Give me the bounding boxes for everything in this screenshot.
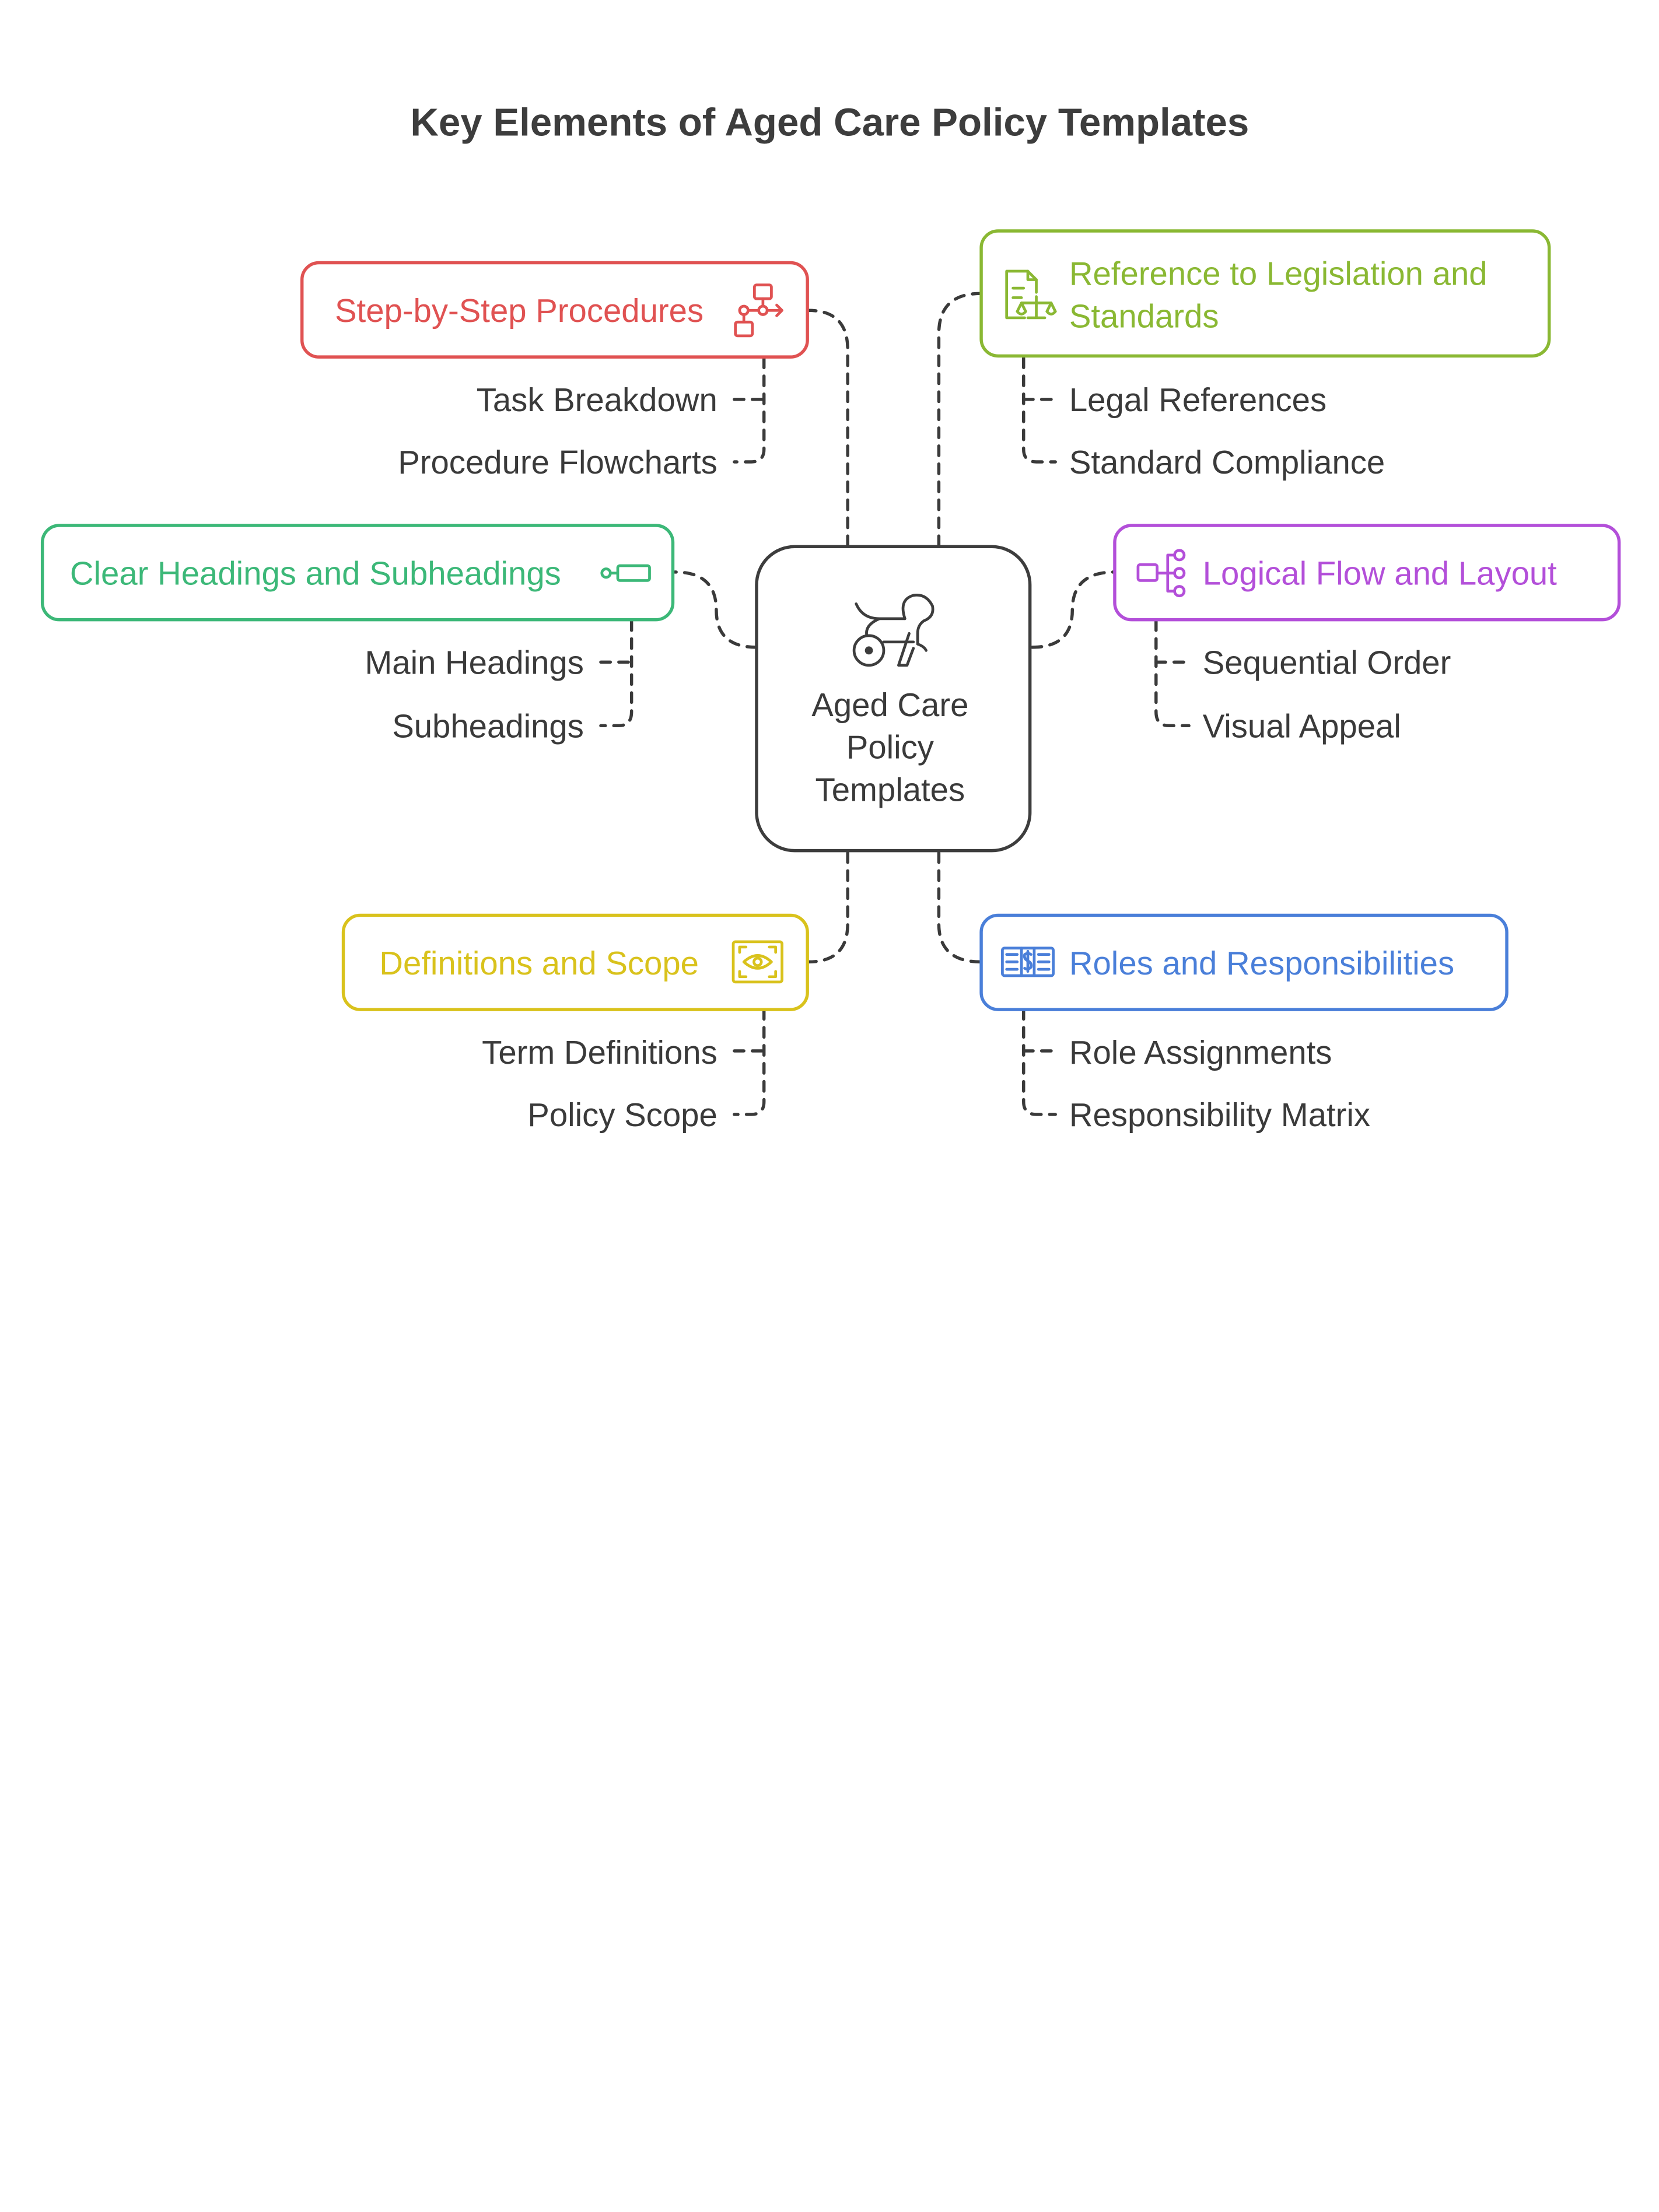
branch-label-defs: Definitions and Scope [379,945,699,981]
sub-item-visual-appeal: Visual Appeal [1203,707,1401,744]
subconnector-step [733,356,766,464]
branch-box-head [40,524,675,622]
branch-box-defs [341,913,809,1011]
sub-item-responsibility-matrix: Responsibility Matrix [1069,1096,1370,1133]
branch-legislation-and-standards: Reference to Legislation and Standards L… [979,229,1551,481]
sub-item-main-headings: Main Headings [365,644,584,681]
subconnector-legis [1022,356,1057,464]
center-box [755,545,1032,853]
branch-roles-and-responsibilities: Roles and Responsibilities Role Assignme… [979,913,1508,1133]
subconnector-head [599,619,634,728]
branch-label-head: Clear Headings and Subheadings [70,555,561,592]
branch-box-flow [1113,524,1621,622]
subconnector-roles [1022,1008,1057,1116]
sub-item-legal-references: Legal References [1069,381,1326,418]
legal-document-icon [1005,269,1057,320]
connector-step [807,309,849,548]
branch-logical-flow: Logical Flow and Layout Sequential Order… [1113,524,1621,744]
subconnector-flow [1154,619,1191,728]
branch-label-flow: Logical Flow and Layout [1203,555,1558,592]
branch-label-legis-line-2: Standards [1069,297,1219,334]
connector-defs [807,851,849,964]
subconnector-defs [733,1008,766,1116]
branch-box-step [300,261,809,359]
center-node: Aged Care Policy Templates [755,545,1032,853]
branch-box-legis [979,229,1551,358]
connector-roles [937,851,983,964]
branch-label-roles: Roles and Responsibilities [1069,945,1454,981]
branch-label-step: Step-by-Step Procedures [335,292,704,329]
branch-box-roles [979,913,1508,1011]
sub-item-task-breakdown: Task Breakdown [477,381,718,418]
sub-item-subheadings: Subheadings [392,707,584,744]
branch-step-by-step-procedures: Step-by-Step Procedures Task Breakdown P… [300,261,809,481]
dog-wheelchair-icon [852,594,935,667]
branch-clear-headings: Clear Headings and Subheadings Main Head… [40,524,675,744]
hierarchy-icon [1136,549,1186,598]
page-title: Key Elements of Aged Care Policy Templat… [410,101,1249,145]
branch-definitions-and-scope: Definitions and Scope Term Definitions P… [341,913,809,1133]
flowchart-icon [734,283,783,338]
center-label-line-1: Aged Care [811,686,968,723]
sub-item-sequential-order: Sequential Order [1203,644,1451,681]
connector-head [673,570,758,649]
sub-item-standard-compliance: Standard Compliance [1069,444,1385,481]
connector-legis [937,292,983,548]
branch-label-legis-line-1: Reference to Legislation and [1069,255,1488,292]
sub-connectors [599,356,1191,1116]
mind-map-diagram: Key Elements of Aged Care Policy Templat… [40,101,1621,1133]
center-connectors [673,292,1116,964]
center-label-line-2: Policy [846,729,935,766]
center-label-line-3: Templates [816,771,965,808]
list-dollar-icon [1001,947,1055,977]
heading-toggle-icon [600,564,651,582]
sub-item-policy-scope: Policy Scope [527,1096,717,1133]
sub-item-procedure-flowcharts: Procedure Flowcharts [398,444,718,481]
sub-item-role-assignments: Role Assignments [1069,1034,1332,1071]
connector-flow [1030,570,1116,649]
eye-scan-icon [732,940,783,984]
sub-item-term-definitions: Term Definitions [482,1034,718,1071]
